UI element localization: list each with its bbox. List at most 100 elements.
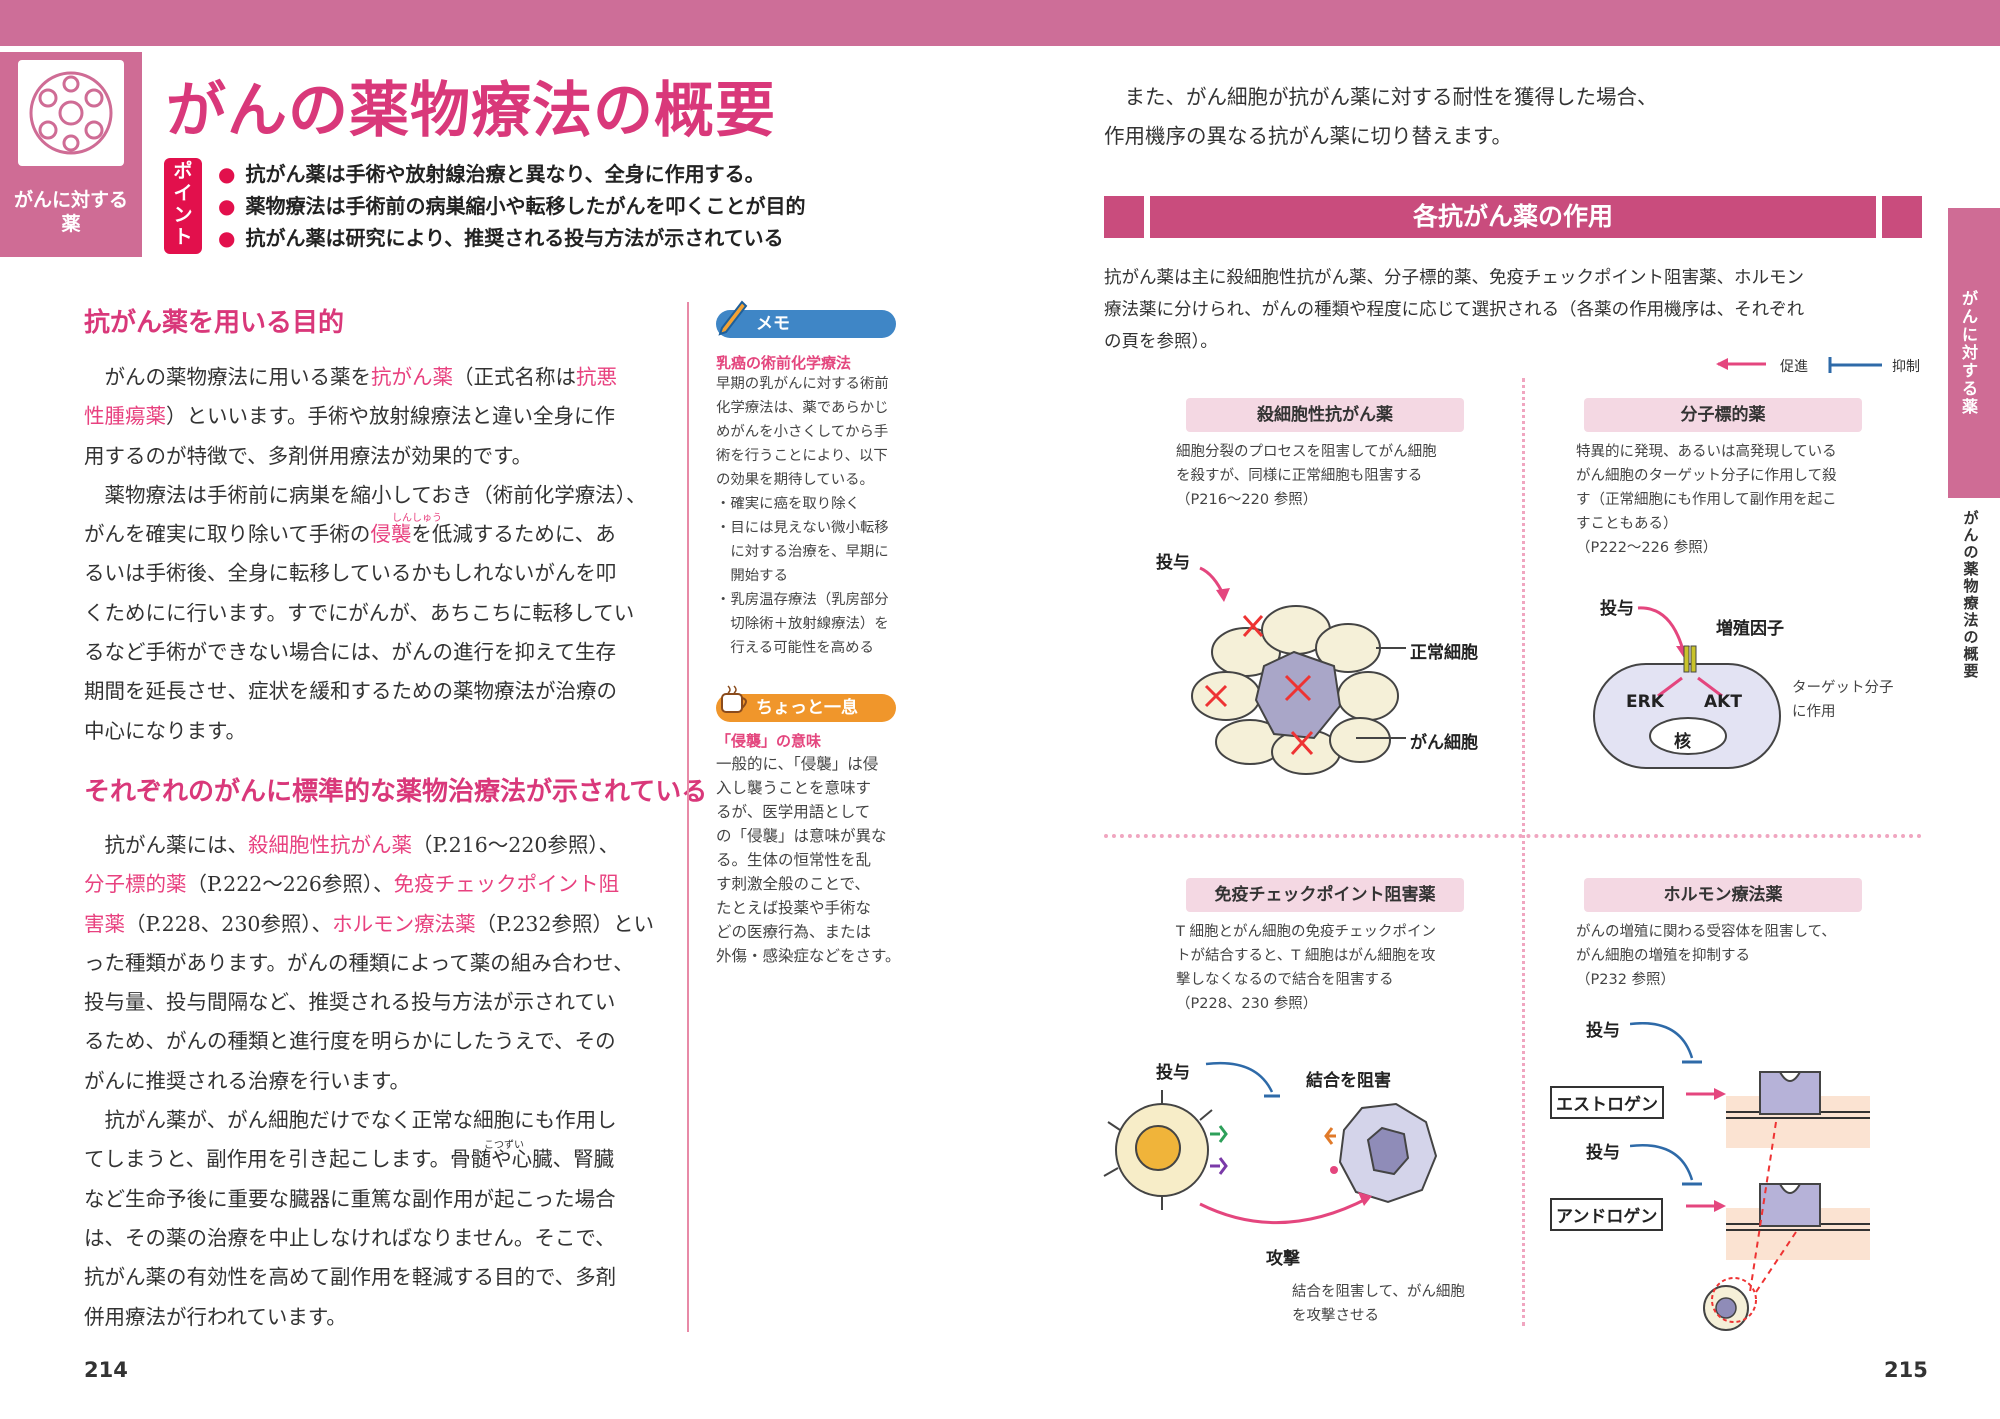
category-label: がんに対する 薬 bbox=[0, 188, 142, 236]
break-line: るが、医学用語として bbox=[716, 803, 871, 821]
body-line: がんに推奨される治療を行います。 bbox=[84, 1062, 654, 1101]
text-span: を低減するために、あ bbox=[411, 522, 616, 547]
break-line: 外傷・感染症などをさす。 bbox=[716, 947, 901, 965]
break-text: 一般的に、「侵襲」は侵入し襲うことを意味するが、医学用語としての「侵襲」は意味が… bbox=[716, 752, 900, 968]
memo-tag: メモ bbox=[716, 310, 896, 338]
memo-text: 早期の乳がんに対する術前化学療法は、薬であらかじめがんを小さくしてから手術を行う… bbox=[716, 372, 889, 660]
section-heading-standard: それぞれのがんに標準的な薬物治療法が示されている bbox=[84, 777, 708, 807]
body-line: 併用療法が行われています。 bbox=[84, 1298, 654, 1337]
page-number-right: 215 bbox=[1884, 1358, 1928, 1382]
body-line: 性腫瘍薬）といいます。手術や放射線療法と違い全身に作 bbox=[84, 397, 647, 436]
immune-note-line: を攻撃させる bbox=[1292, 1308, 1379, 1324]
body-line: てしまうと、副作用を引き起こします。骨髄や心臓、腎臓 bbox=[84, 1140, 654, 1179]
point-item: 抗がん薬は手術や放射線治療と異なり、全身に作用する。 bbox=[218, 158, 764, 187]
break-tag-label: ちょっと一息 bbox=[756, 698, 858, 718]
section-intro-line: の頁を参照）。 bbox=[1104, 332, 1218, 352]
break-tag: ちょっと一息 bbox=[716, 694, 896, 722]
intro-line: 作用機序の異なる抗がん薬に切り替えます。 bbox=[1104, 124, 1512, 149]
body-line: 抗がん薬が、がん細胞だけでなく正常な細胞にも作用し bbox=[84, 1101, 654, 1140]
text-span: （P.216～220参照）、 bbox=[412, 833, 620, 857]
highlighted-term: 抗がん薬 bbox=[371, 365, 453, 389]
legend-promote bbox=[1714, 356, 1774, 376]
text-span: てしまうと、副作用を引き起こします。骨髄や心臓、腎臓 bbox=[84, 1147, 615, 1172]
quadrant-tag-immune: 免疫チェックポイント阻害薬 bbox=[1186, 878, 1464, 912]
akt-label: AKT bbox=[1704, 692, 1742, 712]
quadrant-line: （P228、230 参照） bbox=[1176, 996, 1318, 1012]
break-line: る。生体の恒常性を乱 bbox=[716, 851, 872, 869]
memo-tag-label: メモ bbox=[756, 314, 790, 334]
page-title: がんの薬物療法の概要 bbox=[166, 76, 776, 146]
cell-cluster-diagram bbox=[1176, 556, 1416, 780]
point-badge-char: ン bbox=[173, 204, 193, 226]
text-span: った種類があります。がんの種類によって薬の組み合わせ、 bbox=[84, 950, 634, 975]
estrogen-label: エストロゲン bbox=[1550, 1086, 1664, 1119]
section-intro-line: 療法薬に分けられ、がんの種類や程度に応じて選択される（各薬の作用機序は、それぞれ bbox=[1104, 300, 1805, 320]
text-span: 抗がん薬の有効性を高めて副作用を軽減する目的で、多剤 bbox=[84, 1265, 617, 1290]
text-span: 併用療法が行われています。 bbox=[84, 1304, 347, 1329]
body-line: など生命予後に重要な臓器に重篤な副作用が起こった場合 bbox=[84, 1180, 654, 1219]
column-divider bbox=[687, 302, 689, 1332]
text-span: 中心になります。 bbox=[84, 718, 246, 743]
point-badge-char: ポ bbox=[173, 160, 193, 182]
text-span: 薬物療法は手術前に病巣を縮小しておき（術前化学療法）、 bbox=[84, 482, 647, 507]
target-cell-diagram bbox=[1590, 600, 1790, 774]
text-span: 期間を延長させ、症状を緩和するための薬物療法が治療の bbox=[84, 679, 617, 704]
quadrant-text-cytotoxic: 細胞分裂のプロセスを阻害してがん細胞 を殺すが、同様に正常細胞も阻害する （P2… bbox=[1176, 440, 1437, 512]
dose-label: 投与 bbox=[1586, 1143, 1620, 1163]
quadrant-text-hormone: がんの増殖に関わる受容体を阻害して、 がん細胞の増殖を抑制する （P232 参照… bbox=[1576, 920, 1836, 992]
quadrant-line: （P232 参照） bbox=[1576, 972, 1676, 988]
quadrant-line: 細胞分裂のプロセスを阻害してがん細胞 bbox=[1176, 444, 1437, 460]
memo-line: 化学療法は、薬であらかじ bbox=[716, 400, 889, 416]
text-span: くためにに行います。すでにがんが、あちこちに転移してい bbox=[84, 600, 635, 625]
dose-label: 投与 bbox=[1156, 1063, 1190, 1083]
body-line: 投与量、投与間隔など、推奨される投与方法が示されてい bbox=[84, 983, 654, 1022]
text-span: 抗がん薬には、 bbox=[84, 833, 248, 857]
quadrant-line: （P216～220 参照） bbox=[1176, 492, 1318, 508]
body-line: 抗がん薬の有効性を高めて副作用を軽減する目的で、多剤 bbox=[84, 1258, 654, 1297]
legend-inhibit-label: 抑制 bbox=[1892, 359, 1920, 375]
memo-title: 乳癌の術前化学療法 bbox=[716, 354, 852, 372]
highlighted-term: ホルモン療法薬 bbox=[332, 911, 476, 936]
quadrant-line: を殺すが、同様に正常細胞も阻害する bbox=[1176, 468, 1423, 484]
ruby-shinshu: しんしゅう bbox=[392, 513, 442, 524]
highlighted-term: 殺細胞性抗がん薬 bbox=[248, 833, 412, 857]
section-intro-text: 抗がん薬は主に殺細胞性抗がん薬、分子標的薬、免疫チェックポイント阻害薬、ホルモン… bbox=[1104, 262, 1804, 358]
body-line: 分子標的薬（P.222～226参照）、免疫チェックポイント阻 bbox=[84, 865, 654, 904]
quadrant-line: トが結合すると、T 細胞はがん細胞を攻 bbox=[1176, 948, 1436, 964]
body-line: 期間を延長させ、症状を緩和するための薬物療法が治療の bbox=[84, 672, 647, 711]
text-span: （P.222～226参照）、 bbox=[186, 872, 394, 897]
break-line: どの医療行為、または bbox=[716, 923, 872, 941]
text-span: がんを確実に取り除いて手術の bbox=[84, 522, 371, 547]
intro-text: また、がん細胞が抗がん薬に対する耐性を獲得した場合、 作用機序の異なる抗がん薬に… bbox=[1104, 78, 1658, 157]
growth-factor-label: 増殖因子 bbox=[1716, 619, 1784, 639]
body-line: 薬物療法は手術前に病巣を縮小しておき（術前化学療法）、 bbox=[84, 476, 647, 515]
text-span: がんに推奨される治療を行います。 bbox=[84, 1068, 410, 1093]
text-span: るいは手術後、全身に転移しているかもしれないがんを叩 bbox=[84, 561, 617, 586]
body-line: がんを確実に取り除いて手術の侵襲を低減するために、あ bbox=[84, 515, 647, 554]
body-line: 中心になります。 bbox=[84, 712, 647, 751]
break-line: 一般的に、「侵襲」は侵 bbox=[716, 755, 879, 773]
target-note-line: に作用 bbox=[1792, 704, 1836, 720]
quadrant-line: （P222～226 参照） bbox=[1576, 540, 1718, 556]
text-span: など生命予後に重要な臓器に重篤な副作用が起こった場合 bbox=[84, 1186, 616, 1211]
break-line: す刺激全般のことで、 bbox=[716, 875, 870, 893]
nucleus-label: 核 bbox=[1674, 732, 1691, 752]
memo-line: 術を行うことにより、以下 bbox=[716, 448, 888, 464]
text-span: るなど手術ができない場合には、がんの進行を抑えて生存 bbox=[84, 640, 616, 665]
section-title: 各抗がん薬の作用 bbox=[1412, 202, 1613, 231]
highlighted-term: 侵襲 bbox=[370, 522, 412, 547]
section-intro-line: 抗がん薬は主に殺細胞性抗がん薬、分子標的薬、免疫チェックポイント阻害薬、ホルモン bbox=[1104, 268, 1804, 288]
dose-label: 投与 bbox=[1586, 1021, 1620, 1041]
section-title-bar: 各抗がん薬の作用 bbox=[1104, 196, 1922, 238]
highlighted-term: 免疫チェックポイント阻 bbox=[393, 872, 620, 897]
page-number-left: 214 bbox=[84, 1358, 128, 1382]
section-body-purpose: がんの薬物療法に用いる薬を抗がん薬（正式名称は抗悪性腫瘍薬）といいます。手術や放… bbox=[84, 358, 647, 751]
quadrant-tag-hormone: ホルモン療法薬 bbox=[1584, 878, 1862, 912]
immune-note-line: 結合を阻害して、がん細胞 bbox=[1292, 1284, 1465, 1300]
target-note: ターゲット分子 に作用 bbox=[1792, 676, 1894, 724]
text-span: （正式名称は bbox=[453, 365, 576, 389]
hormone-receptor-diagram bbox=[1629, 1022, 1870, 1336]
quadrant-divider-v bbox=[1522, 378, 1525, 1326]
memo-line: ・確実に癌を取り除く bbox=[716, 496, 860, 512]
quadrant-line: すこともある） bbox=[1576, 516, 1678, 532]
